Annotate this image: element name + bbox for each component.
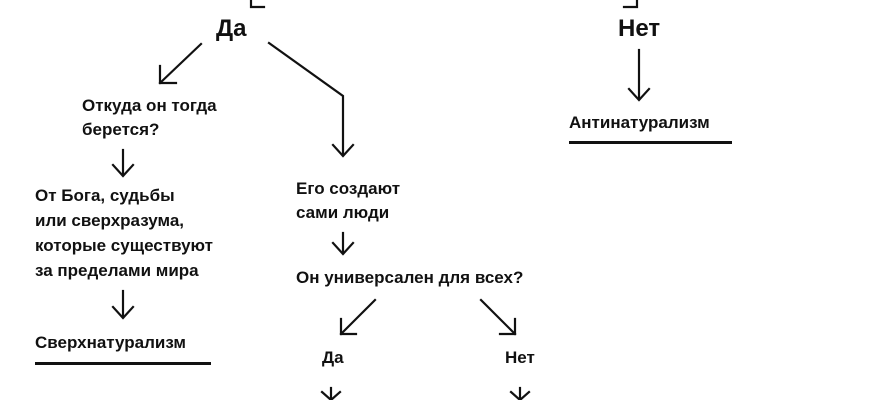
arrow-universal-to-no	[479, 298, 517, 336]
underline-supernaturalism	[35, 362, 211, 365]
result-antinaturalism: Антинатурализм	[569, 113, 710, 132]
arrow-no-to-antinaturalism	[627, 48, 651, 102]
question-universal: Он универсален для всех?	[296, 268, 524, 287]
question-origin-line-2: берется?	[82, 120, 160, 139]
answer-yes: Да	[216, 15, 247, 42]
arrow-yes-to-people	[267, 41, 355, 158]
people-answer-line-1: Его создают	[296, 179, 401, 198]
source-answer-line-3: которые существуют	[35, 236, 213, 255]
arrow-universal-to-yes	[339, 298, 377, 336]
underline-antinaturalism	[569, 141, 732, 144]
source-answer-line-1: От Бога, судьбы	[35, 186, 175, 205]
arrow-people-to-universal	[331, 231, 355, 256]
people-answer-line-2: сами люди	[296, 203, 390, 222]
arrow-question-to-source	[111, 148, 135, 178]
arrow-yes-to-question	[158, 42, 203, 85]
top-left-arrow-tip	[249, 0, 266, 9]
arrow-universal-yes-down	[320, 386, 342, 400]
universal-no: Нет	[505, 348, 535, 367]
result-supernaturalism: Сверхнатурализм	[35, 333, 186, 352]
universal-yes: Да	[322, 348, 344, 367]
arrow-universal-no-down	[509, 386, 531, 400]
answer-no: Нет	[618, 15, 661, 42]
source-answer-line-2: или сверхразума,	[35, 211, 185, 230]
source-answer-line-4: за пределами мира	[35, 261, 199, 280]
arrow-source-to-supernaturalism	[111, 289, 135, 320]
top-right-arrow-tip	[622, 0, 639, 9]
question-origin-line-1: Откуда он тогда	[82, 96, 217, 115]
